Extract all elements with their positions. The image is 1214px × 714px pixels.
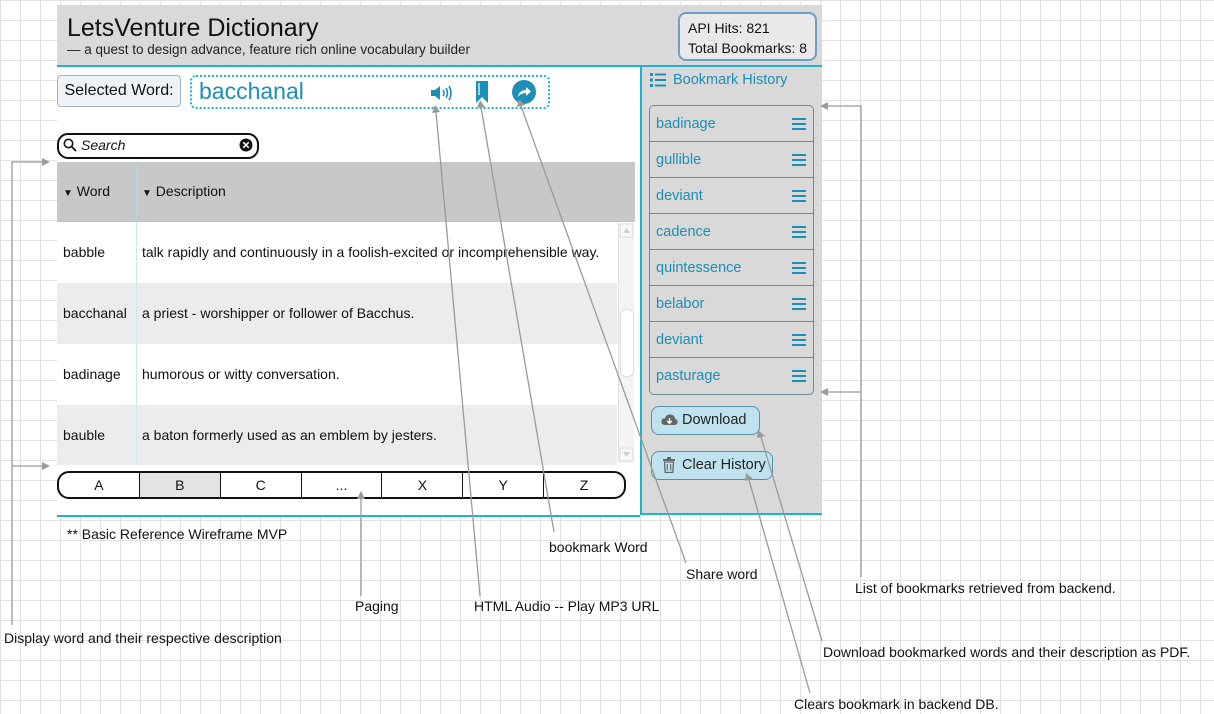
app-subtitle: — a quest to design advance, feature ric… xyxy=(67,42,470,57)
table-row[interactable]: bacchanal a priest - worshipper or follo… xyxy=(57,283,617,345)
main-panel: Selected Word: bacchanal xyxy=(57,67,640,517)
list-icon xyxy=(650,73,666,87)
bookmark-item[interactable]: gullible xyxy=(650,142,813,178)
search-input[interactable] xyxy=(81,137,231,153)
cell-word: bacchanal xyxy=(63,305,127,321)
annotation-paging: Paging xyxy=(355,598,399,614)
bookmark-item[interactable]: belabor xyxy=(650,286,813,322)
page-x[interactable]: X xyxy=(382,473,464,497)
bookmark-item[interactable]: badinage xyxy=(650,106,813,142)
column-header-description[interactable]: ▼ Description xyxy=(142,162,226,221)
sort-down-icon: ▼ xyxy=(63,188,73,199)
cloud-download-icon xyxy=(661,414,678,425)
hamburger-menu-icon[interactable] xyxy=(792,261,806,275)
total-bookmarks: Total Bookmarks: 8 xyxy=(688,40,808,56)
bookmark-item[interactable]: pasturage xyxy=(650,358,813,394)
table-scrollbar[interactable] xyxy=(618,223,634,463)
hamburger-menu-icon[interactable] xyxy=(792,333,806,347)
bookmark-label[interactable]: cadence xyxy=(656,224,711,240)
bookmark-item[interactable]: quintessence xyxy=(650,250,813,286)
table-row[interactable]: bauble a baton formerly used as an emble… xyxy=(57,405,617,465)
bookmark-label[interactable]: badinage xyxy=(656,116,716,132)
selected-word-box: bacchanal xyxy=(190,75,550,109)
cell-description: talk rapidly and continuously in a fooli… xyxy=(142,244,600,260)
page-z[interactable]: Z xyxy=(579,477,589,493)
page-c[interactable]: C xyxy=(221,473,302,497)
cell-word: babble xyxy=(63,244,106,260)
hamburger-menu-icon[interactable] xyxy=(792,297,806,311)
bookmark-label[interactable]: belabor xyxy=(656,296,705,312)
annotation-html-audio: HTML Audio -- Play MP3 URL xyxy=(474,598,660,614)
annotation-clears-bookmark: Clears bookmark in backend DB. xyxy=(794,696,999,712)
table-row[interactable]: badinage humorous or witty conversation. xyxy=(57,344,617,406)
page-b[interactable]: B xyxy=(139,473,221,497)
annotation-share-word: Share word xyxy=(686,566,758,582)
speaker-icon[interactable] xyxy=(430,84,456,102)
selected-word: bacchanal xyxy=(199,78,304,104)
clear-search-icon[interactable] xyxy=(239,138,253,152)
bookmark-label[interactable]: pasturage xyxy=(656,368,721,384)
bookmark-label[interactable]: deviant xyxy=(656,188,703,204)
bookmark-history-title: Bookmark History xyxy=(673,72,788,88)
bookmark-item[interactable]: deviant xyxy=(650,178,813,214)
hamburger-menu-icon[interactable] xyxy=(792,225,806,239)
scroll-up-icon[interactable] xyxy=(619,223,634,238)
footer-note: ** Basic Reference Wireframe MVP xyxy=(67,526,288,542)
annotation-download-pdf: Download bookmarked words and their desc… xyxy=(823,644,1191,660)
bookmark-item[interactable]: deviant xyxy=(650,322,813,358)
scroll-down-icon[interactable] xyxy=(619,447,634,462)
word-table: ▼ Word ▼ Description babble talk rapidly… xyxy=(57,162,635,465)
annotation-display-word: Display word and their respective descri… xyxy=(4,630,282,646)
sort-down-icon: ▼ xyxy=(142,188,152,199)
column-word-label: Word xyxy=(76,183,110,199)
cell-word: bauble xyxy=(63,427,106,443)
download-button[interactable]: Download xyxy=(651,406,760,435)
clear-history-button[interactable]: Clear History xyxy=(651,451,773,480)
column-description-label: Description xyxy=(155,183,226,199)
page-y[interactable]: Y xyxy=(463,473,545,497)
bookmark-label[interactable]: deviant xyxy=(656,332,703,348)
search-box xyxy=(57,133,259,159)
clear-history-label: Clear History xyxy=(682,457,766,473)
app-title: LetsVenture Dictionary xyxy=(67,14,319,42)
bookmark-icon[interactable] xyxy=(475,80,489,104)
app-header: LetsVenture Dictionary — a quest to desi… xyxy=(57,5,822,67)
api-hits: API Hits: 821 xyxy=(688,20,770,36)
bookmark-item[interactable]: cadence xyxy=(650,214,813,250)
table-row[interactable]: babble talk rapidly and continuously in … xyxy=(57,222,617,284)
hamburger-menu-icon[interactable] xyxy=(792,369,806,383)
download-label: Download xyxy=(682,412,747,428)
pagination: A B C ... X Y Z xyxy=(57,471,626,499)
cell-description: a baton formerly used as an emblem by je… xyxy=(142,427,437,443)
share-icon[interactable] xyxy=(512,80,536,104)
cell-word: badinage xyxy=(63,366,121,382)
annotation-bookmark-list: List of bookmarks retrieved from backend… xyxy=(855,580,1116,596)
table-header: ▼ Word ▼ Description xyxy=(57,162,635,222)
scroll-thumb[interactable] xyxy=(620,309,634,377)
stats-box: API Hits: 821 Total Bookmarks: 8 xyxy=(678,12,817,61)
hamburger-menu-icon[interactable] xyxy=(792,153,806,167)
page-ellipsis[interactable]: ... xyxy=(302,473,383,497)
bookmark-label[interactable]: quintessence xyxy=(656,260,742,276)
column-header-word[interactable]: ▼ Word xyxy=(63,162,110,221)
bookmark-list: badinage gullible deviant cadence quinte… xyxy=(649,105,814,395)
search-icon xyxy=(63,138,77,152)
hamburger-menu-icon[interactable] xyxy=(792,189,806,203)
annotation-bookmark-word: bookmark Word xyxy=(549,539,648,555)
cell-description: a priest - worshipper or follower of Bac… xyxy=(142,305,415,321)
selected-word-label: Selected Word: xyxy=(57,75,181,107)
page-a[interactable]: A xyxy=(59,473,140,497)
hamburger-menu-icon[interactable] xyxy=(792,117,806,131)
bookmark-sidebar: Bookmark History badinage gullible devia… xyxy=(640,67,822,515)
trash-icon xyxy=(663,457,675,473)
bookmark-label[interactable]: gullible xyxy=(656,152,702,168)
cell-description: humorous or witty conversation. xyxy=(142,366,340,382)
